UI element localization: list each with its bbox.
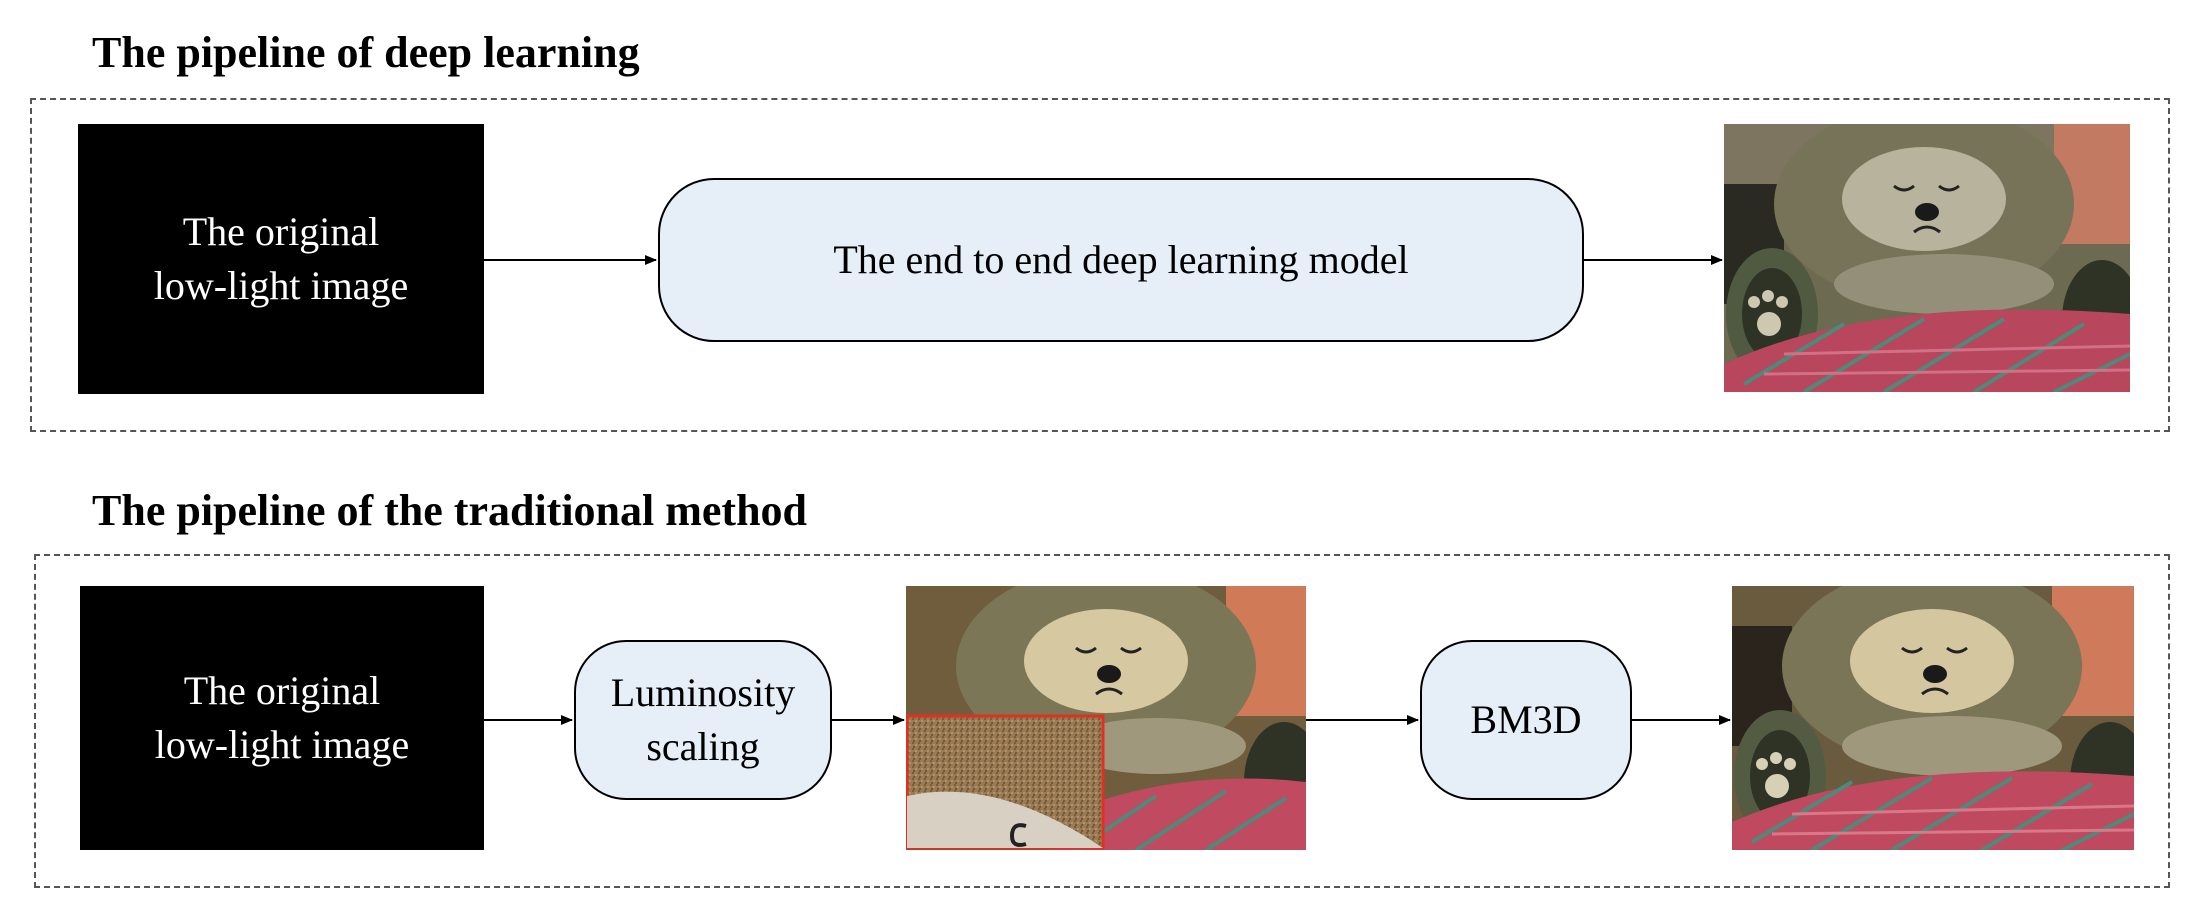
traditional-frame (34, 554, 2170, 888)
dl-input-image-box: The original low-light image (78, 124, 484, 394)
dl-model-box: The end to end deep learning model (658, 178, 1584, 342)
deep-learning-frame (30, 98, 2170, 432)
bear-photo-2 (906, 586, 1306, 850)
deep-learning-title: The pipeline of deep learning (92, 28, 640, 77)
scaled-noisy-photo (906, 586, 1306, 850)
bear-photo-1 (1724, 124, 2130, 392)
dl-output-photo (1724, 124, 2130, 392)
luminosity-scaling-box: Luminosity scaling (574, 640, 832, 800)
bm3d-box: BM3D (1420, 640, 1632, 800)
traditional-title: The pipeline of the traditional method (92, 486, 808, 535)
bm3d-output-photo (1732, 586, 2134, 850)
bear-photo-3 (1732, 586, 2134, 850)
trad-input-image-box: The original low-light image (80, 586, 484, 850)
